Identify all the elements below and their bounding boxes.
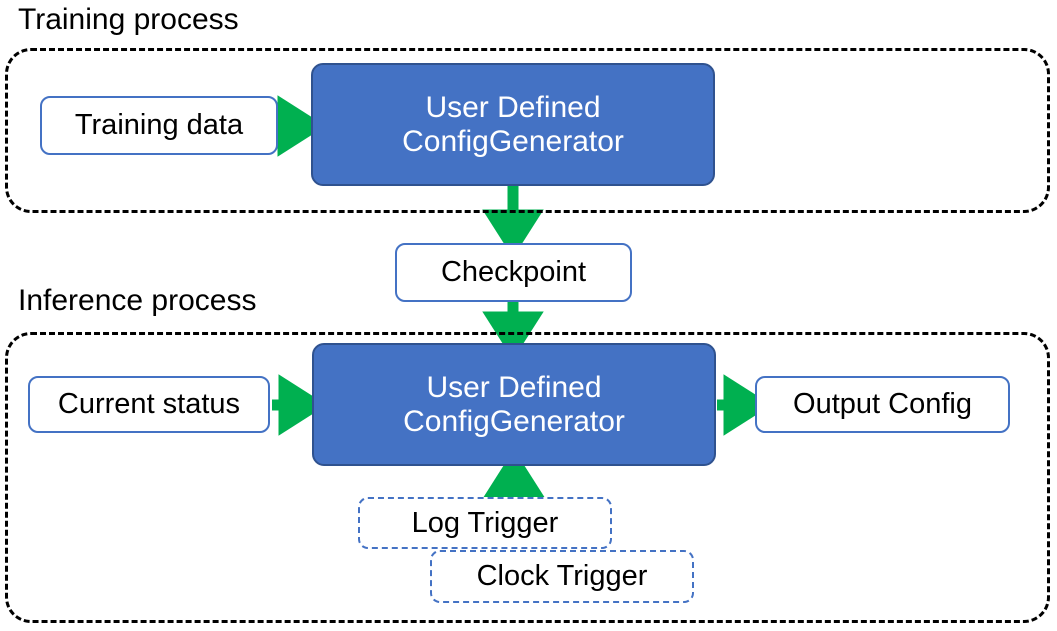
- output-config-label: Output Config: [793, 388, 972, 421]
- current-status-box[interactable]: Current status: [28, 376, 270, 433]
- inference-config-generator-line2: ConfigGenerator: [403, 404, 625, 438]
- clock-trigger-box[interactable]: Clock Trigger: [430, 550, 694, 603]
- output-config-box[interactable]: Output Config: [755, 376, 1010, 433]
- training-data-label: Training data: [74, 109, 244, 142]
- log-trigger-label: Log Trigger: [411, 506, 559, 539]
- inference-config-generator-line1: User Defined: [426, 370, 602, 404]
- checkpoint-label: Checkpoint: [440, 256, 587, 289]
- log-trigger-box[interactable]: Log Trigger: [358, 497, 612, 549]
- checkpoint-box[interactable]: Checkpoint: [395, 243, 632, 302]
- training-config-generator-line2: ConfigGenerator: [402, 124, 624, 158]
- training-config-generator-box[interactable]: User Defined ConfigGenerator: [311, 63, 715, 186]
- inference-process-group: [5, 332, 1050, 623]
- training-config-generator-line1: User Defined: [425, 90, 601, 124]
- training-data-box[interactable]: Training data: [40, 96, 278, 155]
- inference-section-label: Inference process: [18, 284, 257, 317]
- clock-trigger-label: Clock Trigger: [476, 560, 648, 593]
- training-process-group: [5, 48, 1050, 213]
- current-status-label: Current status: [57, 388, 241, 421]
- inference-config-generator-box[interactable]: User Defined ConfigGenerator: [312, 343, 716, 466]
- training-section-label: Training process: [18, 3, 239, 36]
